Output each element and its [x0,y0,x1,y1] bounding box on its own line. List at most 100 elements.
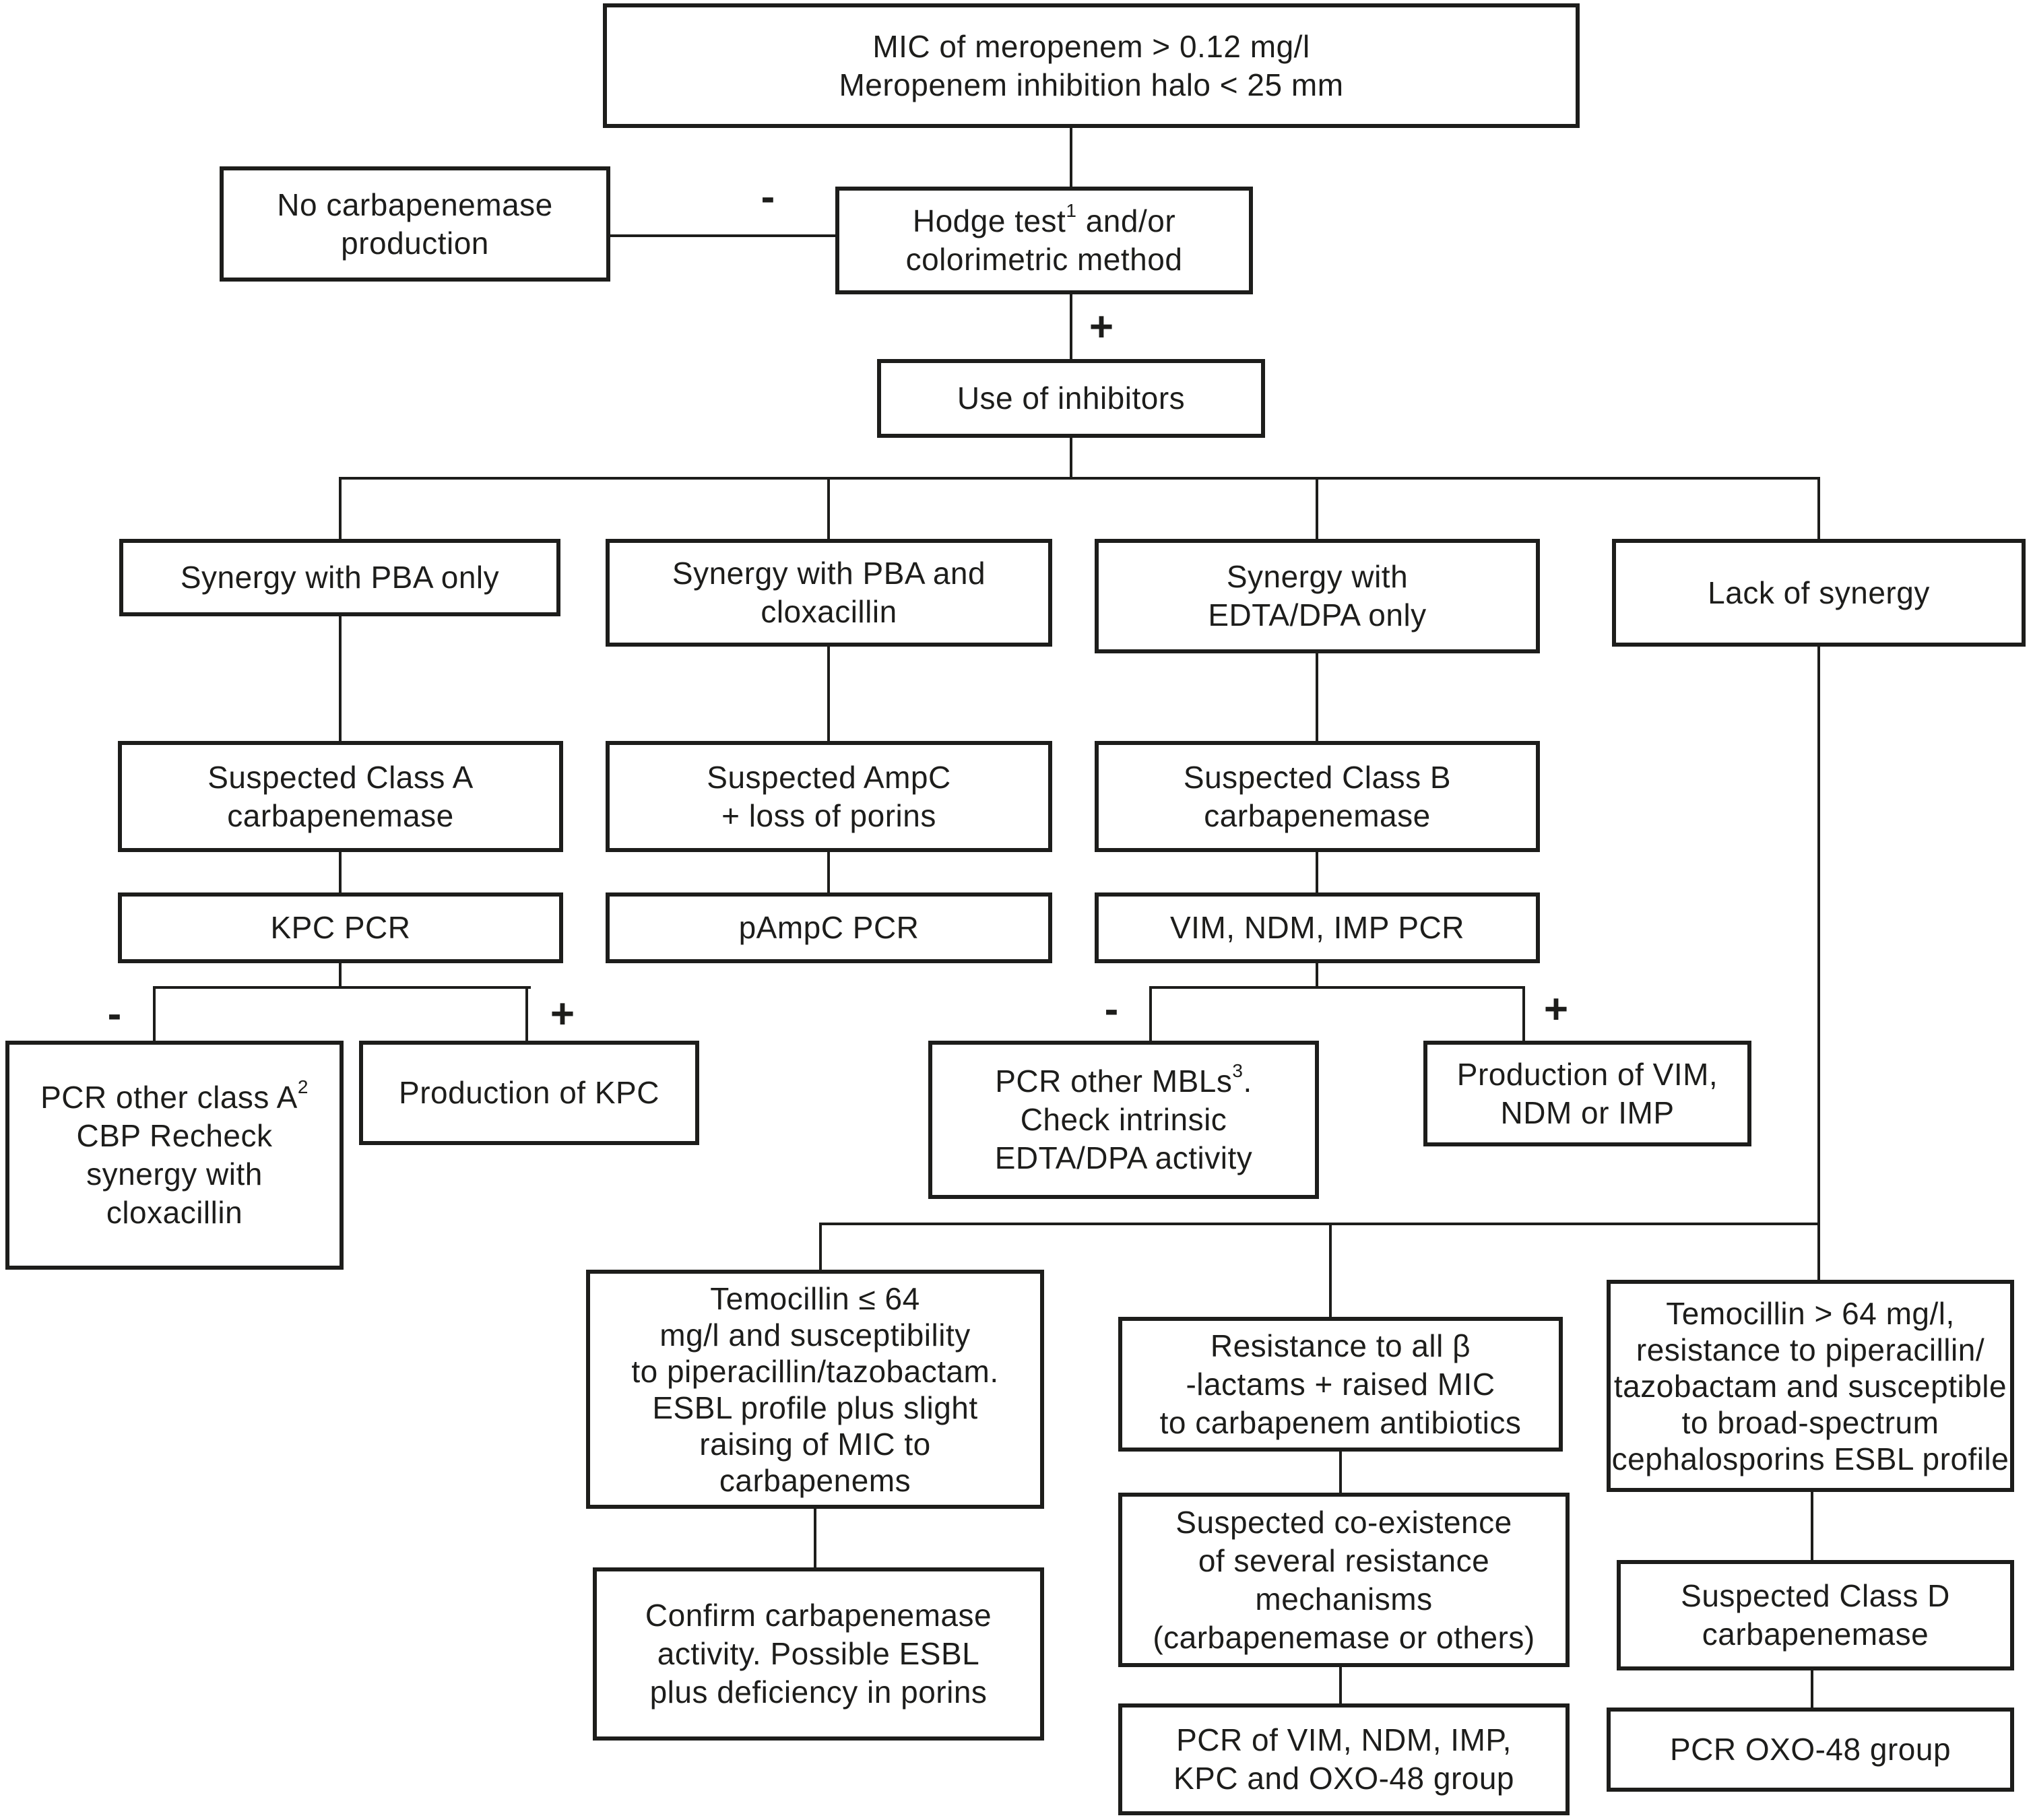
text-line: Production of VIM, [1456,1056,1718,1092]
box-mic-criteria: MIC of meropenem > 0.12 mg/l Meropenem i… [603,3,1580,128]
text-line: ESBL profile plus slight [652,1390,978,1425]
box-hodge-test: Hodge test1 and/or colorimetric method [835,187,1253,294]
box-pcr-vim-ndm-imp-kpc-oxo: PCR of VIM, NDM, IMP, KPC and OXO-48 gro… [1118,1703,1570,1815]
box-synergy-pba-cloxacillin: Synergy with PBA and cloxacillin [606,539,1052,647]
drop-synergy-pba-clox [827,477,830,539]
text-line: No carbapenemase [277,187,553,222]
connector-temohigh-to-suspd [1811,1492,1813,1560]
split-line-kpc [153,986,531,989]
label-plus-hodge: + [1089,304,1114,350]
text-segment: Hodge test [912,203,1066,238]
text-segment: . [1243,1064,1252,1099]
split-line-vim [1149,986,1525,989]
connector-hodge-to-inhibitors [1070,294,1072,359]
box-temocillin-low: Temocillin ≤ 64 mg/l and susceptibility … [586,1270,1044,1509]
text-line: cephalosporins ESBL profile [1611,1441,2009,1476]
text-line: tazobactam and susceptible [1613,1368,2007,1404]
stub-vim-split [1316,963,1318,989]
drop-temocillin-low [819,1223,822,1270]
text-line: production [341,225,489,261]
text-line: Use of inhibitors [957,381,1186,416]
box-no-carbapenemase: No carbapenemase production [220,166,610,282]
label-minus-vim: - [1104,986,1119,1033]
text-line: Suspected Class D [1681,1578,1950,1613]
connector-resist-to-coexist [1339,1452,1342,1493]
box-use-of-inhibitors: Use of inhibitors [877,359,1265,438]
box-production-of-vim: Production of VIM, NDM or IMP [1423,1041,1751,1146]
text-line: PCR of VIM, NDM, IMP, [1176,1722,1512,1757]
text-line: Synergy with [1226,559,1409,594]
text-line: resistance to piperacillin/ [1636,1332,1985,1367]
text-line: VIM, NDM, IMP PCR [1169,910,1464,945]
text-line: PCR other MBLs3. [995,1060,1252,1101]
drop-resistance-all [1329,1223,1332,1317]
text-line: to broad-spectrum [1681,1404,1939,1440]
box-lack-of-synergy: Lack of synergy [1612,539,2026,647]
text-line: to piperacillin/tazobactam. [631,1353,999,1389]
text-line: colorimetric method [905,242,1183,277]
text-line: pAmpC PCR [738,910,919,945]
text-line: Temocillin ≤ 64 [710,1280,920,1316]
text-line: PCR OXO-48 group [1669,1732,1951,1767]
branch-line-lack-synergy [820,1223,1820,1225]
text-line: CBP Recheck [76,1118,273,1153]
box-pcr-oxo-48: PCR OXO-48 group [1607,1708,2014,1792]
connector-temolow-to-confirm [814,1509,816,1567]
connector-mic-to-hodge [1070,128,1072,187]
label-minus-hodge: - [761,174,775,220]
text-line: of several resistance [1198,1542,1490,1578]
superscript-marker: 1 [1066,199,1077,221]
text-line: KPC and OXO-48 group [1173,1761,1515,1796]
text-line: plus deficiency in porins [649,1675,988,1710]
box-suspected-class-d: Suspected Class D carbapenemase [1617,1560,2014,1670]
connector-suspa-to-kpcpcr [339,852,342,892]
text-line: -lactams + raised MIC [1186,1366,1495,1402]
text-line: MIC of meropenem > 0.12 mg/l [872,28,1310,64]
box-pcr-other-class-a: PCR other class A2 CBP Recheck synergy w… [5,1041,344,1270]
connector-coexist-to-pcrvim [1339,1667,1342,1703]
text-line: cloxacillin [761,594,897,629]
text-line: Resistance to all β [1210,1328,1471,1363]
connector-edta-to-suspb [1316,653,1318,741]
text-line: raising of MIC to [699,1426,931,1462]
text-line: Confirm carbapenemase [645,1598,992,1633]
drop-vim-positive [1522,986,1525,1041]
text-line: Suspected Class B [1183,759,1452,795]
text-segment: PCR other class A [40,1080,298,1115]
box-vim-ndm-imp-pcr: VIM, NDM, IMP PCR [1095,892,1540,963]
connector-inhibitors-to-branch [1070,438,1072,477]
connector-pbaclox-to-ampc [827,647,830,741]
box-resistance-all-betalactams: Resistance to all β -lactams + raised MI… [1118,1317,1563,1452]
box-suspected-class-b: Suspected Class B carbapenemase [1095,741,1540,852]
connector-hodge-to-nocarb [610,234,835,237]
connector-ampc-to-pampcpcr [827,852,830,892]
text-line: Lack of synergy [1708,575,1930,610]
label-minus-kpc: - [107,991,122,1037]
text-line: to carbapenem antibiotics [1159,1404,1522,1440]
text-line: Suspected Class A [207,759,474,795]
drop-synergy-pba [339,477,342,539]
box-pcr-other-mbls: PCR other MBLs3. Check intrinsic EDTA/DP… [928,1041,1319,1199]
drop-synergy-edta [1316,477,1318,539]
drop-kpc-positive [525,986,528,1041]
text-segment: PCR other MBLs [995,1064,1233,1099]
label-plus-vim: + [1543,986,1569,1033]
connector-lack-synergy-long [1817,647,1820,1280]
text-line: NDM or IMP [1500,1095,1675,1130]
text-line: carbapenemase [1702,1617,1929,1652]
superscript-marker: 3 [1232,1060,1244,1081]
text-line: carbapenemase [1204,798,1431,833]
drop-vim-negative [1149,986,1152,1041]
box-confirm-carbapenemase: Confirm carbapenemase activity. Possible… [593,1567,1044,1741]
text-line: Suspected co-existence [1175,1504,1512,1540]
box-suspected-coexistence: Suspected co-existence of several resist… [1118,1493,1570,1667]
text-line: mechanisms [1255,1581,1433,1617]
superscript-marker: 2 [297,1076,309,1097]
text-line: Temocillin > 64 mg/l, [1666,1295,1955,1331]
text-line: synergy with [86,1157,263,1192]
text-segment: and/or [1076,203,1176,238]
connector-suspd-to-pcroxo [1811,1670,1813,1708]
text-line: activity. Possible ESBL [657,1636,980,1671]
text-line: carbapenems [719,1462,911,1498]
